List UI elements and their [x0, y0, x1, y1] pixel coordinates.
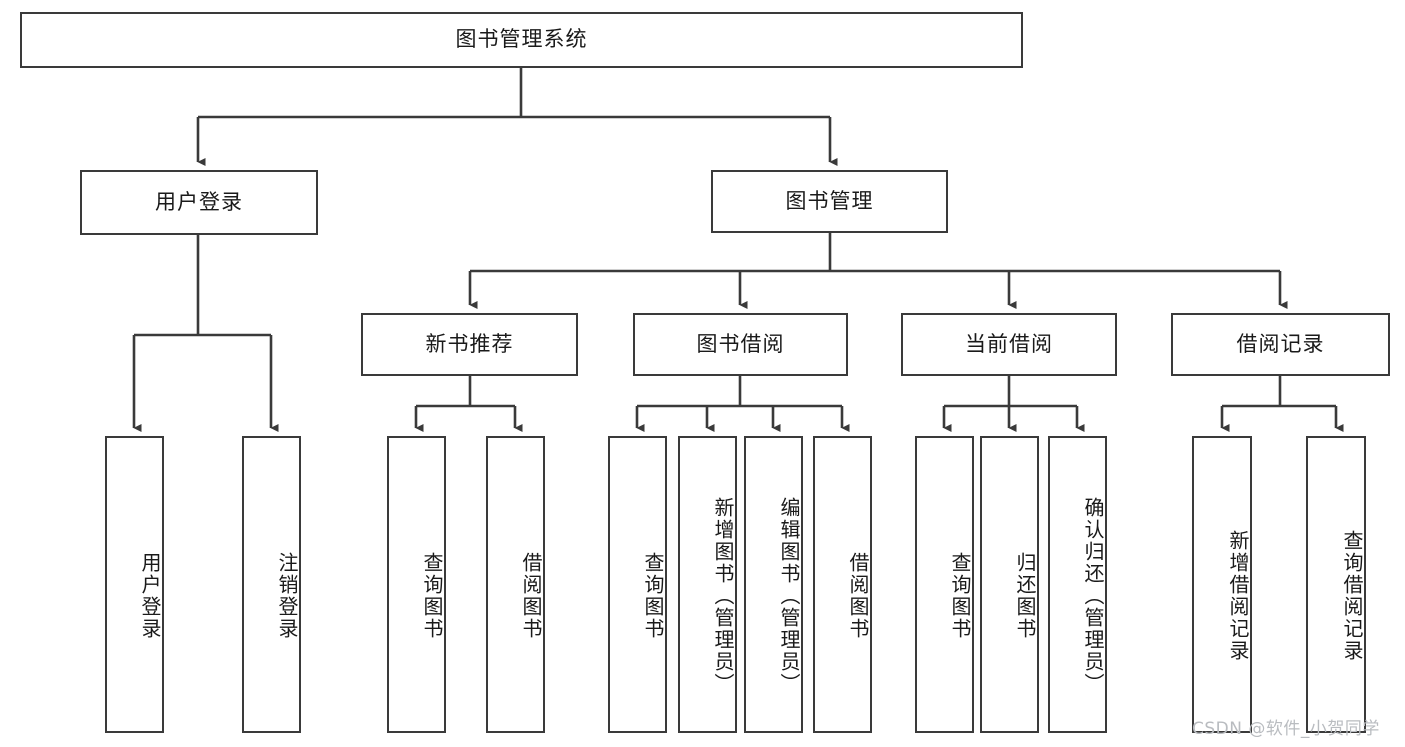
node-current-borrow[interactable]: 当前借阅 — [901, 313, 1117, 376]
leaf-user-login-signout[interactable]: 注销登录 — [242, 436, 301, 733]
node-label: 图书借阅 — [696, 331, 785, 356]
node-new-book-recommend[interactable]: 新书推荐 — [361, 313, 578, 376]
leaf-borrow-edit-book-admin[interactable]: 编辑图书（管理员） — [744, 436, 803, 733]
node-label: 借阅图书 — [846, 551, 870, 640]
leaf-borrow-query-book[interactable]: 查询图书 — [608, 436, 667, 733]
node-user-login[interactable]: 用户登录 — [80, 170, 318, 235]
node-label: 用户登录 — [155, 189, 243, 214]
node-root-book-management-system[interactable]: 图书管理系统 — [20, 12, 1023, 68]
leaf-recommend-query-book[interactable]: 查询图书 — [387, 436, 446, 733]
node-label: 新增图书（管理员） — [711, 496, 735, 695]
csdn-watermark: CSDN @软件_小贺同学 — [1192, 719, 1380, 739]
node-label: 新增借阅记录 — [1226, 529, 1250, 662]
leaf-recommend-borrow-book[interactable]: 借阅图书 — [486, 436, 545, 733]
leaf-borrow-borrow-book[interactable]: 借阅图书 — [813, 436, 872, 733]
node-label: 注销登录 — [275, 551, 299, 640]
node-label: 编辑图书（管理员） — [777, 496, 801, 695]
leaf-record-add-record[interactable]: 新增借阅记录 — [1192, 436, 1252, 733]
node-label: 查询图书 — [948, 551, 972, 640]
node-label: 当前借阅 — [965, 331, 1053, 356]
node-label: 查询借阅记录 — [1340, 529, 1364, 662]
node-book-borrow[interactable]: 图书借阅 — [633, 313, 848, 376]
leaf-current-query-book[interactable]: 查询图书 — [915, 436, 974, 733]
node-label: 查询图书 — [641, 551, 665, 640]
leaf-user-login-signin[interactable]: 用户登录 — [105, 436, 164, 733]
node-book-management[interactable]: 图书管理 — [711, 170, 948, 233]
node-label: 查询图书 — [420, 551, 444, 640]
node-label: 图书管理 — [785, 188, 874, 213]
node-label: 用户登录 — [138, 551, 162, 640]
node-label: 借阅记录 — [1236, 331, 1325, 356]
node-label: 借阅图书 — [519, 551, 543, 640]
leaf-record-query-record[interactable]: 查询借阅记录 — [1306, 436, 1366, 733]
node-label: 归还图书 — [1013, 551, 1037, 640]
node-label: 新书推荐 — [425, 331, 514, 356]
node-label: 确认归还（管理员） — [1081, 496, 1105, 695]
leaf-current-confirm-return-admin[interactable]: 确认归还（管理员） — [1048, 436, 1107, 733]
leaf-current-return-book[interactable]: 归还图书 — [980, 436, 1039, 733]
node-borrow-record[interactable]: 借阅记录 — [1171, 313, 1390, 376]
node-label: 图书管理系统 — [455, 27, 588, 52]
leaf-borrow-add-book-admin[interactable]: 新增图书（管理员） — [678, 436, 737, 733]
